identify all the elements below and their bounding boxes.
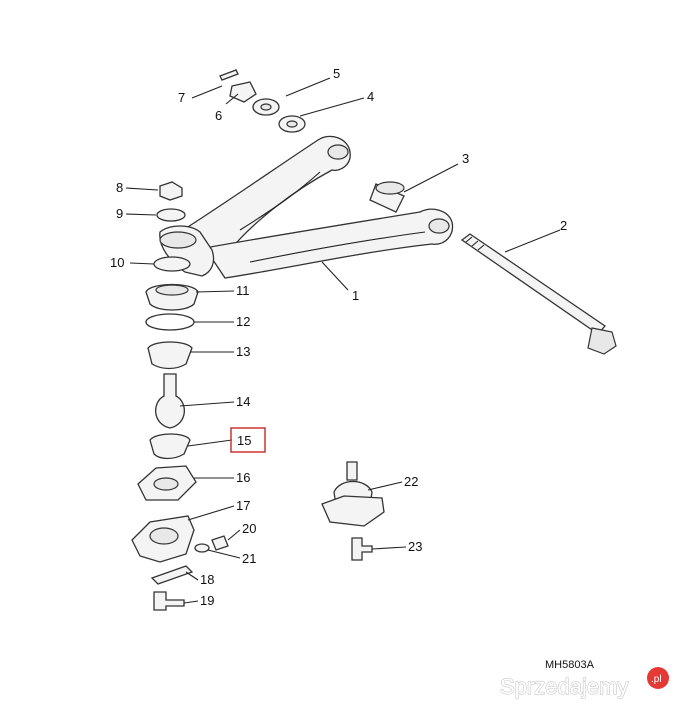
callout-3: 3 — [462, 151, 469, 166]
part-13-cup — [147, 341, 193, 370]
drawing-code: MH5803A — [545, 659, 595, 671]
callout-12: 12 — [236, 314, 250, 329]
part-8-nut — [159, 181, 183, 201]
callout-10: 10 — [110, 255, 124, 270]
ball-joint-assembly — [321, 461, 385, 561]
watermark-badge-text: .pl — [651, 674, 662, 685]
pivot-bolt — [460, 233, 617, 355]
watermark-text: Sprzedajemy — [500, 674, 628, 699]
part-15-seat — [149, 433, 191, 460]
callout-5: 5 — [333, 66, 340, 81]
callout-2: 2 — [560, 218, 567, 233]
callout-13: 13 — [236, 344, 250, 359]
callout-16: 16 — [236, 470, 250, 485]
callout-17: 17 — [236, 498, 250, 513]
callout-11: 11 — [236, 283, 250, 298]
callout-1: 1 — [352, 288, 359, 303]
callout-15-highlight-box — [230, 427, 266, 453]
leader-lines — [125, 77, 561, 604]
watermark: Sprzedajemy .pl — [499, 667, 669, 700]
callout-18: 18 — [200, 572, 214, 587]
callout-7: 7 — [178, 90, 185, 105]
callout-4: 4 — [367, 89, 374, 104]
callout-19: 19 — [200, 593, 214, 608]
part-19-bolt — [153, 591, 185, 611]
watermark-badge-icon — [647, 667, 669, 689]
wishbone-arm — [159, 135, 454, 279]
callout-9: 9 — [116, 206, 123, 221]
part-12-o-ring — [145, 313, 195, 331]
callout-22: 22 — [404, 474, 418, 489]
part-10-ring — [153, 256, 191, 272]
callout-23: 23 — [408, 539, 422, 554]
part-21-washer — [194, 543, 210, 553]
callout-6: 6 — [215, 108, 222, 123]
top-hardware — [219, 69, 306, 133]
part-20-nut — [211, 535, 229, 551]
callout-8: 8 — [116, 180, 123, 195]
callout-15: 15 — [237, 433, 251, 448]
bush — [369, 181, 405, 213]
callout-21: 21 — [242, 551, 256, 566]
callout-14: 14 — [236, 394, 250, 409]
part-18-tab-washer — [150, 565, 194, 585]
ball-joint-stack — [131, 181, 229, 611]
part-14-ball-pin — [155, 373, 185, 429]
part-9-washer — [156, 208, 186, 222]
callout-20: 20 — [242, 521, 256, 536]
callout-labels: 1 2 3 4 5 6 7 8 9 10 11 12 13 14 15 16 1… — [110, 66, 567, 608]
